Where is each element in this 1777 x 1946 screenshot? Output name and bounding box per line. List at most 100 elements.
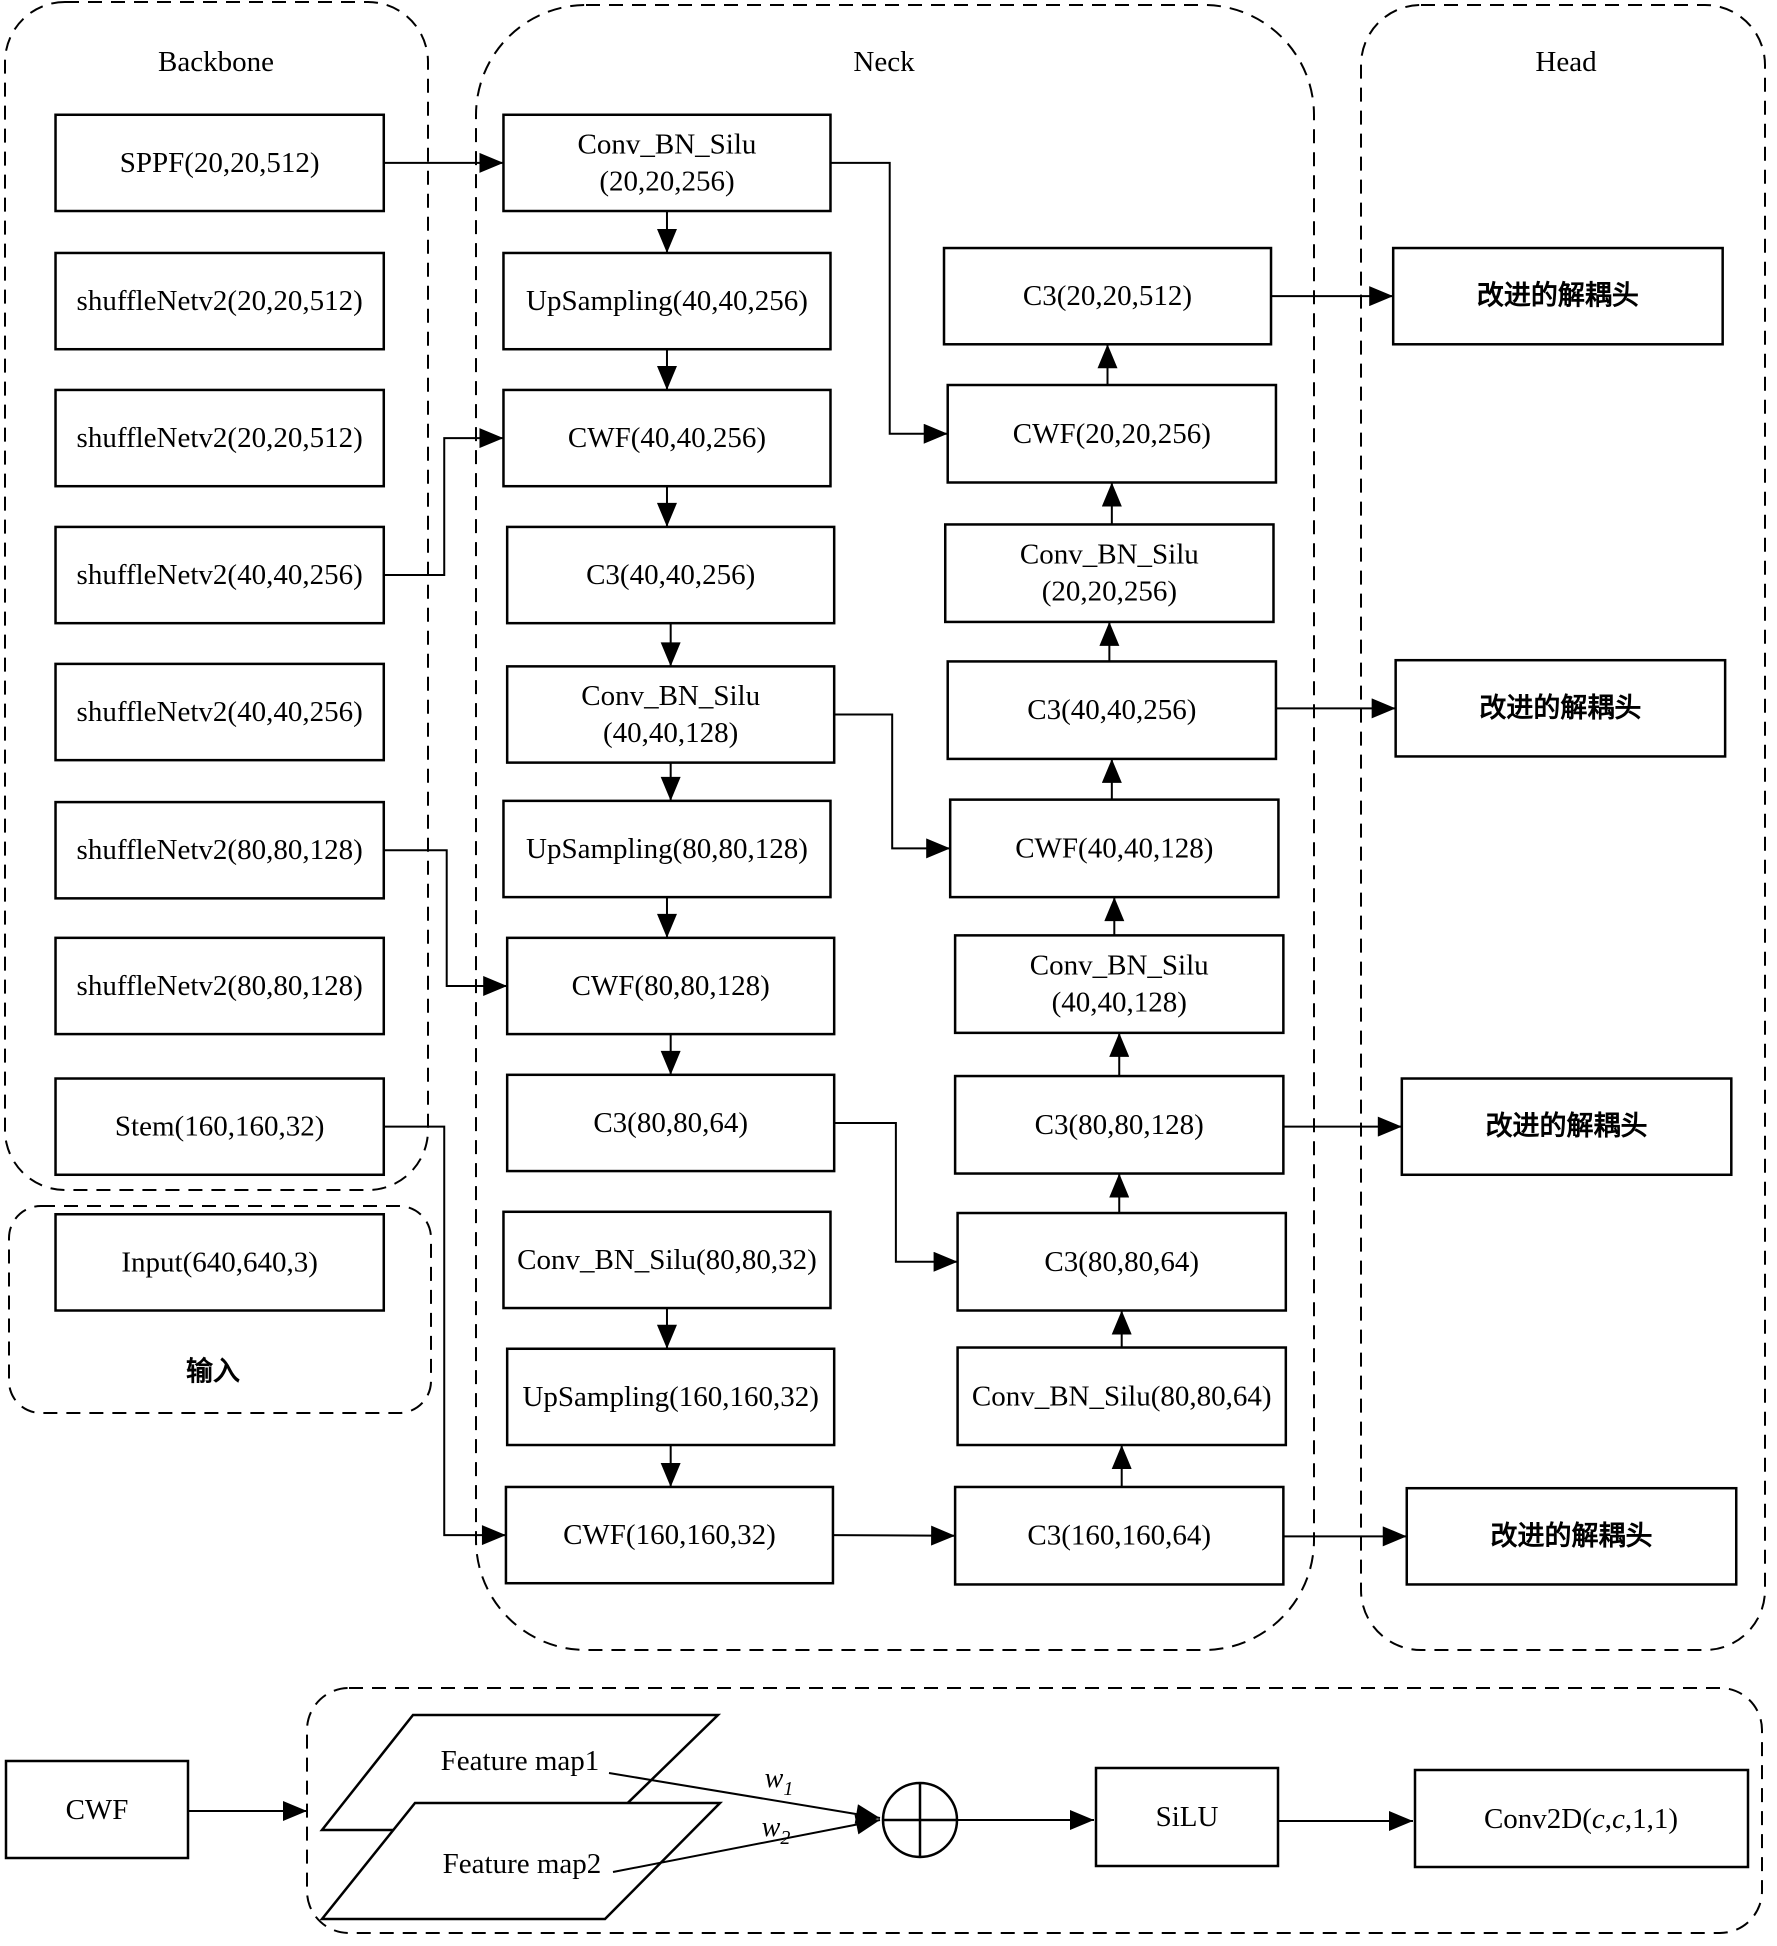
backbone-block-7-label: shuffleNetv2(80,80,128) [77,970,363,1002]
neck-right-block-7-label: C3(80,80,128) [1035,1109,1204,1141]
neck-left-block-1-label: (20,20,256) [599,165,734,197]
neck-group: Neck [475,4,1315,1651]
backbone-block-5[interactable]: shuffleNetv2(40,40,256) [54,662,386,762]
add-circle-icon [881,1781,959,1859]
neck-left-block-5-label: (40,40,128) [603,717,738,749]
head-block-1-border [1391,246,1724,346]
silu-box[interactable] [1094,1766,1280,1868]
neck-left-block-2[interactable]: UpSampling(40,40,256) [502,251,832,351]
weight-2-label: w2 [762,1812,791,1849]
head-title: Head [1535,46,1597,78]
head-block-3[interactable]: 改进的解耦头 [1400,1077,1733,1177]
neck-right-block-7[interactable]: C3(80,80,128) [953,1074,1285,1175]
backbone-block-4-border [54,525,386,625]
input-block-label: Input(640,640,3) [121,1246,318,1278]
input-block[interactable]: Input(640,640,3) [54,1213,386,1312]
head-block-4-label: 改进的解耦头 [1490,1520,1652,1552]
neck-left-block-2-label: UpSampling(40,40,256) [526,285,808,317]
backbone-block-7-border [54,936,386,1036]
neck-left-block-7[interactable]: CWF(80,80,128) [505,936,836,1036]
neck-left-block-3-label: CWF(40,40,256) [568,422,766,454]
head-group: Head [1360,4,1766,1651]
neck-group-border [475,4,1315,1651]
head-block-1[interactable]: 改进的解耦头 [1391,246,1724,346]
neck-right-block-5[interactable]: CWF(40,40,128) [948,798,1280,899]
neck-left-block-4[interactable]: C3(40,40,256) [505,525,836,625]
neck-right-block-4-border [946,660,1278,761]
backbone-block-1[interactable]: SPPF(20,20,512) [54,113,386,213]
neck-right-block-1[interactable]: C3(20,20,512) [942,246,1273,346]
backbone-block-4[interactable]: shuffleNetv2(40,40,256) [54,525,386,625]
backbone-block-6[interactable]: shuffleNetv2(80,80,128) [54,800,386,900]
neck-left-block-4-border [505,525,836,625]
conv40-to-cwf40-arrow [834,713,951,859]
neck-left-block-11-label: CWF(160,160,32) [563,1519,776,1551]
neck-left-block-1[interactable]: Conv_BN_Silu(20,20,256) [502,113,832,213]
neck-right-block-6-border [953,934,1285,1035]
head-block-3-label: 改进的解耦头 [1486,1110,1648,1142]
feature-map-2-shape[interactable] [319,1801,723,1921]
conv2d-box[interactable] [1413,1768,1750,1869]
neck-left-block-11[interactable]: CWF(160,160,32) [504,1485,835,1585]
backbone-block-8-border [54,1077,386,1177]
neck-left-block-9[interactable]: Conv_BN_Silu(80,80,32) [502,1210,832,1310]
neck-left-block-6[interactable]: UpSampling(80,80,128) [502,799,832,899]
neck-right-block-4[interactable]: C3(40,40,256) [946,660,1278,761]
neck-left-block-10[interactable]: UpSampling(160,160,32) [505,1347,836,1447]
c380-to-c380-arrow [834,1121,958,1272]
neck-left-block-5-border [505,665,836,764]
neck-left-block-3[interactable]: CWF(40,40,256) [502,388,832,488]
neck-right-block-5-label: CWF(40,40,128) [1015,832,1213,864]
neck-right-block-8-border [956,1211,1288,1312]
input-group-border [8,1205,432,1414]
input-block-border [54,1213,386,1312]
neck-right-block-2[interactable]: CWF(20,20,256) [946,383,1278,484]
neck-right-block-7-border [953,1074,1285,1175]
weight-1-arrow [608,1772,881,1824]
backbone-block-2[interactable]: shuffleNetv2(20,20,512) [54,251,386,351]
head-block-2-label: 改进的解耦头 [1479,692,1641,724]
cwf-label-box[interactable] [4,1759,190,1860]
neck-right-block-8[interactable]: C3(80,80,64) [956,1211,1288,1312]
head-block-4[interactable]: 改进的解耦头 [1405,1486,1738,1586]
neck-right-block-1-label: C3(20,20,512) [1023,280,1192,312]
conv20-to-cwf20-arrow [830,161,948,444]
backbone-block-6-border [54,800,386,900]
backbone-block-8[interactable]: Stem(160,160,32) [54,1077,386,1177]
silu-label: SiLU [1156,1801,1219,1833]
neck-right-block-3[interactable]: Conv_BN_Silu (20,20,256) [943,523,1275,624]
backbone-block-3[interactable]: shuffleNetv2(20,20,512) [54,388,386,488]
head-block-2-border [1394,658,1727,758]
backbone-group: Backbone [4,1,429,1191]
neck-right-block-6[interactable]: Conv_BN_Silu(40,40,128) [953,934,1285,1035]
neck-left-block-5-label: Conv_BN_Silu [581,680,760,712]
neck-right-block-6-label: Conv_BN_Silu [1030,950,1209,982]
input-group-title: 输入 [186,1356,240,1388]
neck-right-block-10-border [953,1485,1285,1586]
cwf-label: CWF [66,1794,129,1826]
neck-right-block-10-label: C3(160,160,64) [1027,1520,1211,1552]
neck-left-block-5[interactable]: Conv_BN_Silu (40,40,128) [505,665,836,764]
stem-to-cwf-arrow [383,1125,506,1546]
cwf-detail: CWF Feature map1 Feature map2 w1 w2 SiLU… [4,1713,1750,1921]
neck-right-block-3-label: Conv_BN_Silu [1020,539,1199,571]
neck-left-block-9-label: Conv_BN_Silu(80,80,32) [517,1244,817,1276]
weight-1-label: w1 [765,1763,794,1800]
neck-right-block-3-label: (20,20,256) [1042,576,1177,608]
backbone-block-6-label: shuffleNetv2(80,80,128) [77,834,363,866]
neck-left-block-11-border [504,1485,835,1585]
neck-right-block-5-border [948,798,1280,899]
head-block-2[interactable]: 改进的解耦头 [1394,658,1727,758]
neck-left-block-8[interactable]: C3(80,80,64) [505,1073,836,1173]
weight-2-arrow [612,1814,881,1873]
neck-left-block-2-border [502,251,832,351]
neck-right-block-2-border [946,383,1278,484]
shuffle80-to-cwf-arrow [383,849,508,996]
backbone-group-border [4,1,429,1191]
neck-right-block-8-label: C3(80,80,64) [1044,1246,1199,1278]
shuffle40-to-cwf-arrow [383,428,504,577]
backbone-block-7[interactable]: shuffleNetv2(80,80,128) [54,936,386,1036]
neck-right-block-10[interactable]: C3(160,160,64) [953,1485,1285,1586]
neck-right-block-9[interactable]: Conv_BN_Silu(80,80,64) [956,1346,1288,1447]
backbone-block-3-border [54,388,386,488]
